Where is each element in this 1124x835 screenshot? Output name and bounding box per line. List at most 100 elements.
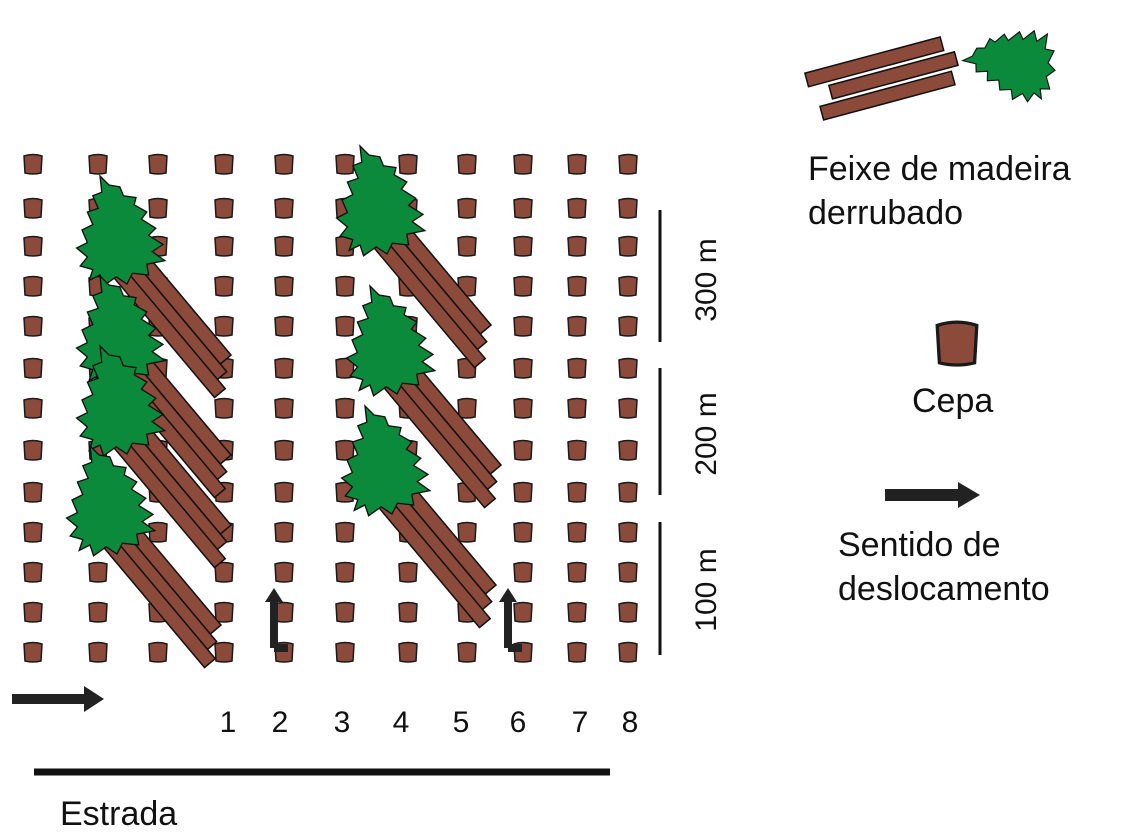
direction-arrow	[12, 686, 104, 712]
stump-icon	[935, 320, 979, 367]
stump-r13-c8	[457, 641, 477, 663]
row-number-3: 3	[334, 706, 351, 739]
stump-r13-c7	[398, 641, 418, 663]
stump-r5-c10	[567, 315, 587, 337]
stump-r13-c11	[618, 641, 638, 663]
row-number-5: 5	[453, 706, 470, 739]
stump-r13-c3	[148, 641, 168, 663]
stump-r4-c11	[618, 275, 638, 297]
legend-bundle-label-line2: derrubado	[808, 194, 963, 232]
stump-r13-c1	[23, 641, 43, 663]
stump-r11-c9	[513, 561, 533, 583]
stump-r12-c2	[88, 601, 108, 623]
stump-r11-c5	[274, 561, 294, 583]
stump-r4-c1	[23, 275, 43, 297]
stump-r11-c10	[567, 561, 587, 583]
legend: Feixe de madeira derrubado Cepa Sentido …	[803, 9, 1071, 608]
stump-r11-c7	[398, 561, 418, 583]
felled-bundle-5	[335, 145, 493, 369]
scale-label-200: 200 m	[690, 392, 723, 475]
felled-timber-bundle-icon	[803, 36, 959, 121]
stump-r3-c1	[23, 235, 43, 257]
stump-r1-c11	[618, 153, 638, 175]
stump-r12-c11	[618, 601, 638, 623]
stump-r12-c9	[513, 601, 533, 623]
stump-r11-c6	[335, 561, 355, 583]
stump-r13-c4	[214, 641, 234, 663]
stump-r4-c5	[274, 275, 294, 297]
row-number-8: 8	[622, 706, 639, 739]
stump-r4-c6	[335, 275, 355, 297]
stump-r2-c4	[214, 197, 234, 219]
stump-r1-c7	[398, 153, 418, 175]
stump-r1-c3	[148, 153, 168, 175]
stump-r7-c9	[513, 397, 533, 419]
stump-r1-c6	[335, 153, 355, 175]
stump-r6-c1	[23, 357, 43, 379]
stump-r5-c4	[214, 315, 234, 337]
felled-bundle-1	[75, 175, 233, 399]
stump-r5-c5	[274, 315, 294, 337]
stump-r5-c9	[513, 315, 533, 337]
felled-bundle-7	[340, 405, 498, 629]
stump-r12-c10	[567, 601, 587, 623]
stump-r9-c1	[23, 481, 43, 503]
legend-direction-label-line1: Sentido de	[838, 526, 1001, 564]
stump-r13-c2	[88, 641, 108, 663]
road-label: Estrada	[60, 795, 177, 833]
stump-r7-c10	[567, 397, 587, 419]
row-number-1: 1	[220, 706, 237, 739]
stump-r8-c6	[335, 439, 355, 461]
legend-tree-icon	[955, 9, 1068, 111]
stump-r12-c4	[214, 601, 234, 623]
stump-r6-c10	[567, 357, 587, 379]
stump-r1-c8	[457, 153, 477, 175]
stump-r1-c2	[88, 153, 108, 175]
legend-stump-label: Cepa	[912, 382, 993, 420]
stump-r4-c4	[214, 275, 234, 297]
stump-r8-c10	[567, 439, 587, 461]
felled-bundle-4	[65, 445, 223, 669]
felled-bundle-6	[345, 285, 503, 509]
stump-r12-c7	[398, 601, 418, 623]
stump-r2-c1	[23, 197, 43, 219]
stump-r9-c5	[274, 481, 294, 503]
path-arrow-row-2	[265, 588, 288, 652]
path-arrow-row-6	[499, 588, 522, 652]
stump-r10-c9	[513, 521, 533, 543]
stump-r1-c4	[214, 153, 234, 175]
scale-label-100: 100 m	[690, 548, 723, 631]
stump-r4-c10	[567, 275, 587, 297]
row-number-7: 7	[572, 706, 589, 739]
row-number-4: 4	[393, 706, 410, 739]
stump-r8-c1	[23, 439, 43, 461]
stump-r6-c11	[618, 357, 638, 379]
stump-r3-c5	[274, 235, 294, 257]
scale-label-300: 300 m	[690, 238, 723, 321]
stump-r9-c9	[513, 481, 533, 503]
stump-r2-c9	[513, 197, 533, 219]
row-numbers: 1 2 3 4 5 6 7 8	[220, 706, 639, 739]
stump-r11-c2	[88, 561, 108, 583]
legend-bundle-label-line1: Feixe de madeira	[808, 150, 1071, 188]
stump-r5-c6	[335, 315, 355, 337]
stump-r7-c6	[335, 397, 355, 419]
stump-r12-c1	[23, 601, 43, 623]
stump-r1-c1	[23, 153, 43, 175]
stump-r9-c10	[567, 481, 587, 503]
stump-r3-c11	[618, 235, 638, 257]
stump-r7-c11	[618, 397, 638, 419]
stump-r10-c6	[335, 521, 355, 543]
stump-r2-c10	[567, 197, 587, 219]
stump-r6-c9	[513, 357, 533, 379]
right-arrow-icon	[885, 482, 980, 508]
stump-r8-c9	[513, 439, 533, 461]
stump-r10-c8	[457, 521, 477, 543]
stump-r8-c5	[274, 439, 294, 461]
row-number-2: 2	[272, 706, 289, 739]
stump-r11-c11	[618, 561, 638, 583]
stump-r1-c5	[274, 153, 294, 175]
stump-r2-c11	[618, 197, 638, 219]
stump-r10-c3	[148, 521, 168, 543]
